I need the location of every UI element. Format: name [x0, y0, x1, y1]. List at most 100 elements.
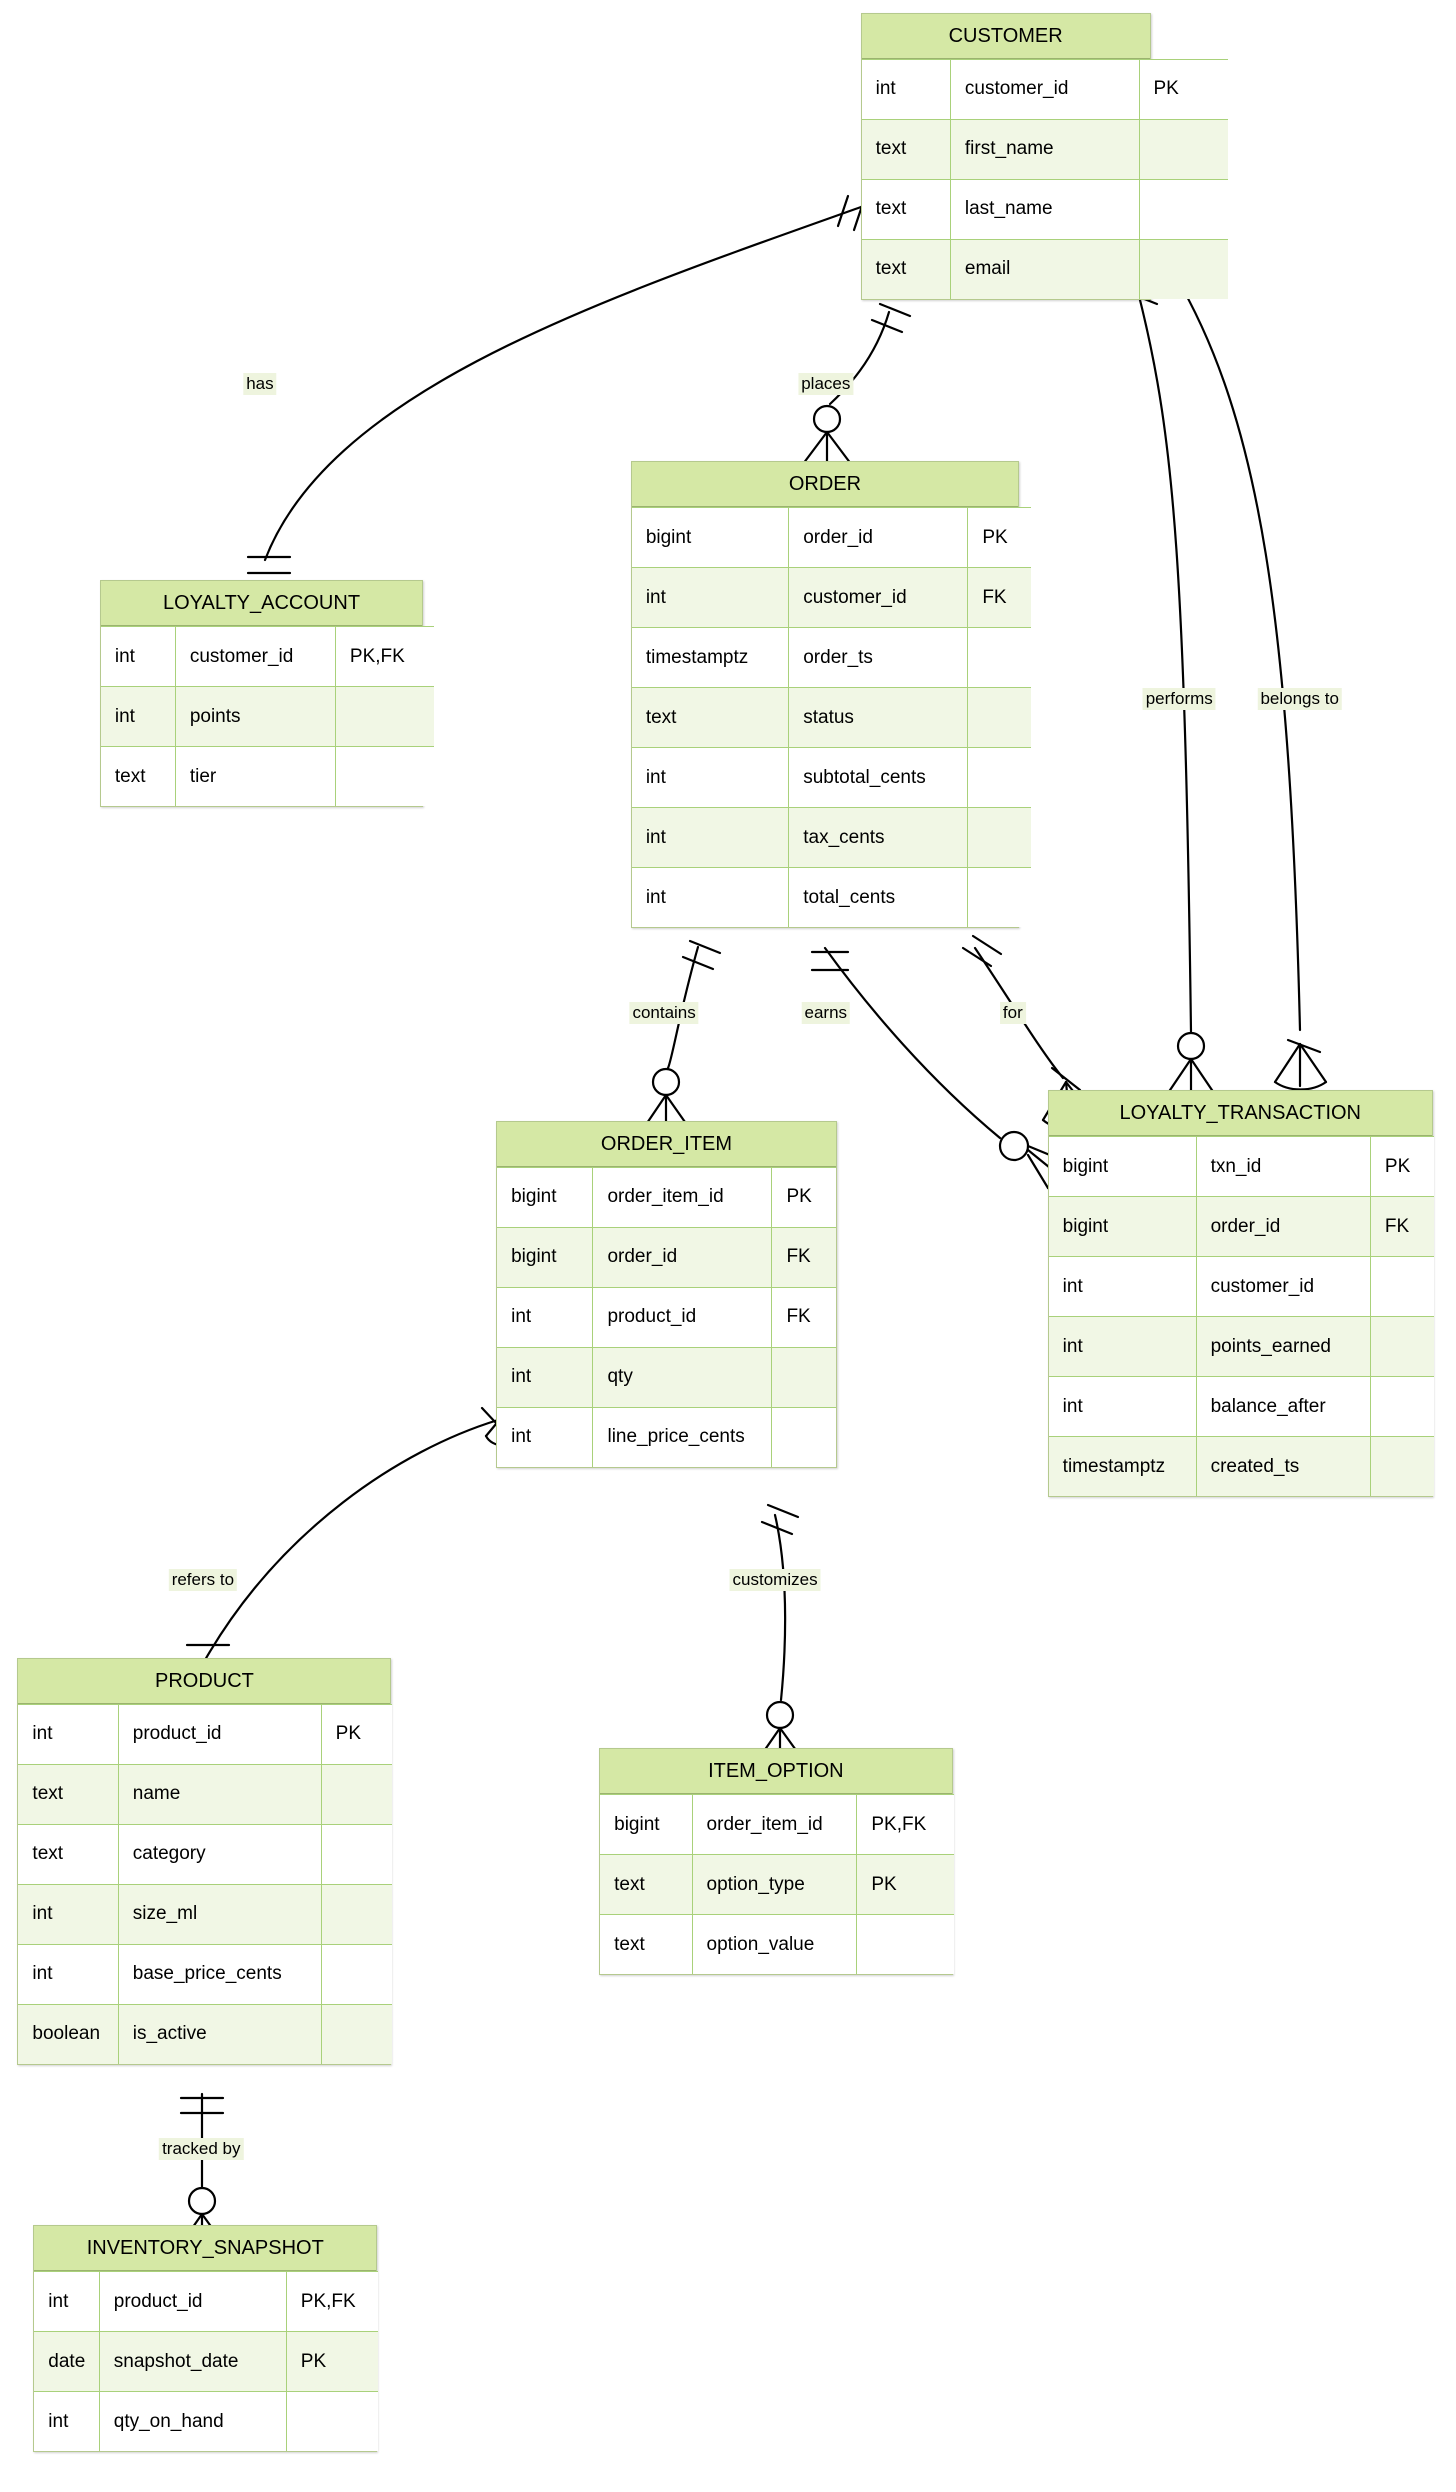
- attribute-key: [1138, 178, 1228, 240]
- attribute-type: bigint: [497, 1226, 594, 1288]
- attribute-type: int: [1048, 1316, 1197, 1378]
- attribute-key: PK: [1138, 58, 1228, 120]
- attribute-name: subtotal_cents: [788, 747, 969, 809]
- attribute-name: order_id: [592, 1226, 773, 1288]
- attribute-name: name: [117, 1763, 322, 1825]
- attribute-name: qty_on_hand: [98, 2391, 287, 2452]
- attribute-name: category: [117, 1823, 322, 1885]
- edge-customizes: [773, 1513, 787, 1702]
- attribute-type: int: [18, 1883, 119, 1945]
- attribute-name: total_cents: [788, 867, 969, 928]
- attribute-type: int: [34, 2271, 100, 2333]
- attribute-name: order_item_id: [691, 1794, 858, 1856]
- attribute-name: product_id: [98, 2271, 287, 2333]
- attribute-type: bigint: [600, 1794, 693, 1856]
- attribute-name: txn_id: [1195, 1136, 1371, 1198]
- attribute-type: int: [631, 807, 790, 869]
- attribute-name: email: [949, 238, 1140, 299]
- attribute-type: text: [18, 1763, 119, 1825]
- attribute-key: [1138, 118, 1228, 180]
- relationship-label-r9: customizes: [729, 1569, 821, 1592]
- attribute-name: order_ts: [788, 627, 969, 689]
- attribute-type: bigint: [1048, 1196, 1197, 1258]
- attribute-key: PK: [1369, 1136, 1434, 1198]
- attribute-type: int: [861, 58, 951, 120]
- attribute-name: points: [174, 686, 336, 748]
- attribute-key: PK,FK: [856, 1794, 954, 1856]
- attribute-key: [320, 2003, 393, 2064]
- entity-title-customer: CUSTOMER: [861, 13, 1150, 59]
- attribute-key: [1369, 1436, 1434, 1497]
- attribute-name: size_ml: [117, 1883, 322, 1945]
- attribute-key: PK: [320, 1703, 393, 1765]
- relationship-label-r5: contains: [629, 1001, 699, 1024]
- attribute-type: int: [100, 686, 176, 748]
- attribute-type: boolean: [18, 2003, 119, 2064]
- attribute-key: [334, 686, 434, 748]
- attribute-name: customer_id: [1195, 1256, 1371, 1318]
- attribute-type: int: [1048, 1256, 1197, 1318]
- attribute-key: [967, 747, 1032, 809]
- entity-title-product: PRODUCT: [18, 1658, 391, 1704]
- attribute-type: int: [631, 567, 790, 629]
- attribute-key: [1369, 1316, 1434, 1378]
- attribute-type: bigint: [497, 1166, 594, 1228]
- attribute-key: [967, 627, 1032, 689]
- attribute-key: [320, 1883, 393, 1945]
- entity-title-loyalty_transaction: LOYALTY_TRANSACTION: [1048, 1091, 1432, 1137]
- attribute-type: date: [34, 2331, 100, 2393]
- attribute-name: customer_id: [949, 58, 1140, 120]
- attribute-type: int: [631, 747, 790, 809]
- attribute-name: customer_id: [788, 567, 969, 629]
- attribute-name: is_active: [117, 2003, 322, 2064]
- attribute-name: created_ts: [1195, 1436, 1371, 1497]
- attribute-key: FK: [1369, 1196, 1434, 1258]
- edge-belongs-to: [1173, 273, 1302, 1032]
- attribute-name: order_id: [1195, 1196, 1371, 1258]
- attribute-key: [320, 1823, 393, 1885]
- attribute-name: product_id: [592, 1286, 773, 1348]
- entity-title-item_option: ITEM_OPTION: [600, 1749, 952, 1795]
- attribute-type: int: [497, 1406, 594, 1467]
- attribute-key: PK,FK: [334, 626, 434, 688]
- attribute-name: snapshot_date: [98, 2331, 287, 2393]
- attribute-type: text: [631, 687, 790, 749]
- relationship-label-r4: belongs to: [1257, 687, 1342, 710]
- attribute-name: line_price_cents: [592, 1406, 773, 1467]
- attribute-name: base_price_cents: [117, 1943, 322, 2005]
- attribute-key: FK: [771, 1286, 836, 1348]
- attribute-name: balance_after: [1195, 1376, 1371, 1438]
- attribute-type: int: [631, 867, 790, 928]
